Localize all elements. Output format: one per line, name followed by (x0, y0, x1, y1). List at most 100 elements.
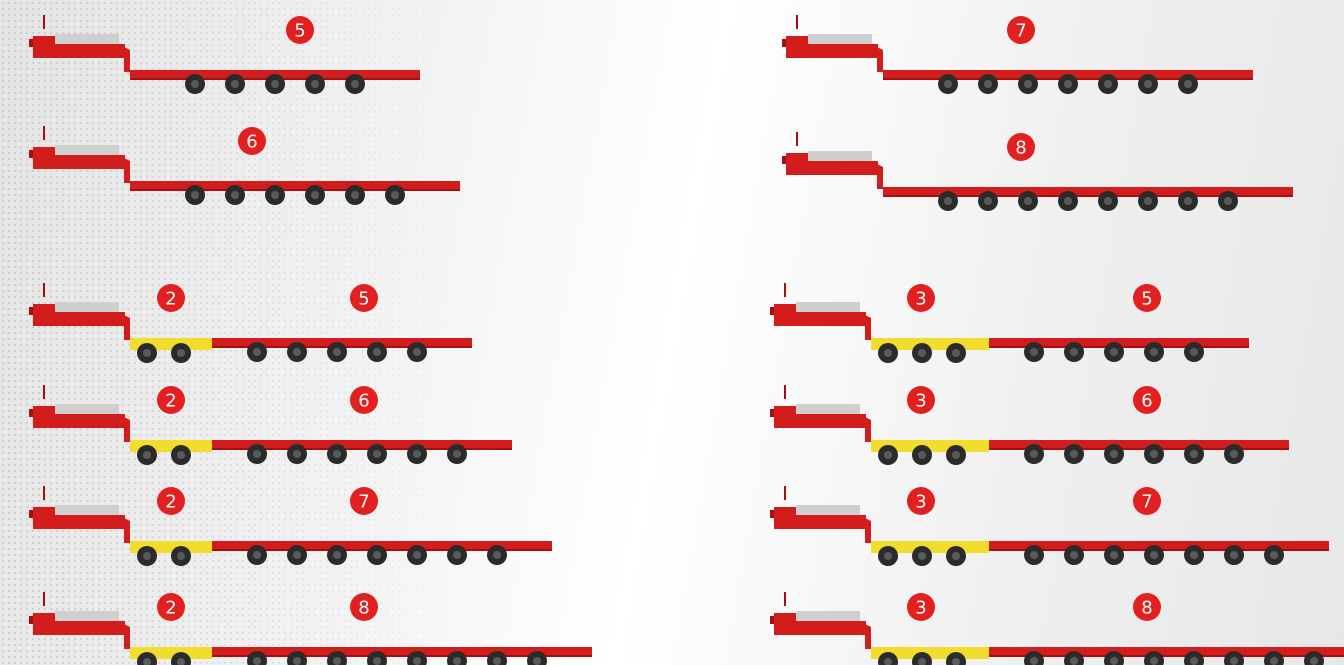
main-axle-badge: 6 (238, 127, 266, 155)
exhaust-mast (784, 592, 786, 606)
main-wheel-hub (253, 551, 261, 559)
main-axle-badge: 5 (350, 284, 378, 312)
main-wheel-hub (1190, 348, 1198, 356)
main-wheel-hub (1224, 197, 1232, 205)
neck-cover (55, 505, 119, 515)
main-wheel-hub (333, 348, 341, 356)
main-wheel-hub (984, 80, 992, 88)
main-wheel-hub (413, 348, 421, 356)
main-wheel-hub (1150, 551, 1158, 559)
neck-cover (55, 611, 119, 621)
main-wheel-hub (1230, 450, 1238, 458)
neck-drop (118, 414, 130, 442)
main-wheel-hub (1184, 80, 1192, 88)
main-wheel-hub (984, 197, 992, 205)
neck-cover (55, 404, 119, 414)
main-wheel-hub (1110, 551, 1118, 559)
gooseneck-deck (808, 44, 878, 58)
main-axle-badge-label: 6 (246, 132, 257, 153)
main-wheel-hub (1230, 657, 1238, 665)
dolly-wheel-hub (884, 451, 892, 459)
gooseneck-deck (796, 621, 866, 635)
main-axle-badge-label: 7 (1015, 21, 1026, 42)
main-wheel-hub (1064, 80, 1072, 88)
dolly-axle-badge: 2 (157, 487, 185, 515)
main-wheel-hub (373, 348, 381, 356)
main-wheel-hub (1310, 657, 1318, 665)
main-axle-badge-label: 7 (1141, 492, 1152, 513)
main-wheel-hub (1030, 348, 1038, 356)
dolly-wheel-hub (884, 552, 892, 560)
neck-drop (859, 312, 871, 340)
main-wheel-hub (293, 657, 301, 665)
main-wheel-hub (1030, 551, 1038, 559)
neck-cover (796, 611, 860, 621)
main-wheel-hub (231, 80, 239, 88)
main-wheel-hub (1110, 450, 1118, 458)
trailer-d3-7 (770, 486, 1329, 566)
main-wheel-hub (1104, 80, 1112, 88)
main-wheel-hub (1150, 657, 1158, 665)
dolly-wheel-hub (143, 552, 151, 560)
main-wheel-hub (1144, 197, 1152, 205)
main-wheel-hub (1190, 551, 1198, 559)
exhaust-mast (43, 283, 45, 297)
main-wheel-hub (391, 191, 399, 199)
main-axle-badge: 5 (1133, 284, 1161, 312)
main-axle-badge: 7 (1007, 16, 1035, 44)
main-wheel-hub (1024, 197, 1032, 205)
main-wheel-hub (1184, 197, 1192, 205)
main-axle-badge: 8 (1007, 133, 1035, 161)
main-wheel-hub (293, 450, 301, 458)
neck-cover (808, 34, 872, 44)
main-wheel-hub (373, 551, 381, 559)
dolly-wheel-hub (143, 349, 151, 357)
main-axle-badge-label: 6 (1141, 391, 1152, 412)
trailer-d2-5 (29, 283, 472, 363)
trailer-d3-6 (770, 385, 1289, 465)
main-axle-badge: 5 (286, 16, 314, 44)
main-wheel-hub (453, 657, 461, 665)
main-wheel-hub (1030, 450, 1038, 458)
main-wheel-hub (1070, 450, 1078, 458)
neck-drop (118, 155, 130, 183)
dolly-axle-badge-label: 2 (165, 598, 176, 619)
gooseneck-deck (55, 44, 125, 58)
main-wheel-hub (944, 80, 952, 88)
neck-cover (55, 34, 119, 44)
main-wheel-hub (1230, 551, 1238, 559)
dolly-axle-badge-label: 3 (915, 598, 926, 619)
main-wheel-hub (1144, 80, 1152, 88)
exhaust-mast (43, 592, 45, 606)
main-wheel-hub (493, 551, 501, 559)
main-wheel-hub (1110, 348, 1118, 356)
dolly-axle-badge: 2 (157, 593, 185, 621)
main-axle-badge-label: 8 (1141, 598, 1152, 619)
main-wheel-hub (1070, 348, 1078, 356)
dolly-axle-badge-label: 3 (915, 289, 926, 310)
dolly-axle-badge: 3 (907, 593, 935, 621)
neck-cover (55, 302, 119, 312)
trailer-d3-5 (770, 283, 1249, 363)
dolly-axle-badge-label: 2 (165, 289, 176, 310)
neck-drop (859, 621, 871, 649)
main-axle-badge-label: 7 (358, 492, 369, 513)
exhaust-mast (796, 15, 798, 29)
main-axle-badge-label: 8 (358, 598, 369, 619)
main-wheel-hub (311, 80, 319, 88)
main-wheel-hub (351, 191, 359, 199)
gooseneck-deck (55, 621, 125, 635)
main-axle-badge: 8 (350, 593, 378, 621)
dolly-axle-badge-label: 3 (915, 391, 926, 412)
dolly-wheel-hub (952, 451, 960, 459)
dolly-axle-badge: 2 (157, 386, 185, 414)
main-wheel-hub (1064, 197, 1072, 205)
neck-drop (118, 312, 130, 340)
main-axle-badge: 7 (1133, 487, 1161, 515)
trailer-d2-7 (29, 486, 552, 566)
main-wheel-hub (1030, 657, 1038, 665)
exhaust-mast (43, 126, 45, 140)
main-wheel-hub (1270, 551, 1278, 559)
main-axle-badge: 6 (1133, 386, 1161, 414)
main-wheel-hub (413, 450, 421, 458)
